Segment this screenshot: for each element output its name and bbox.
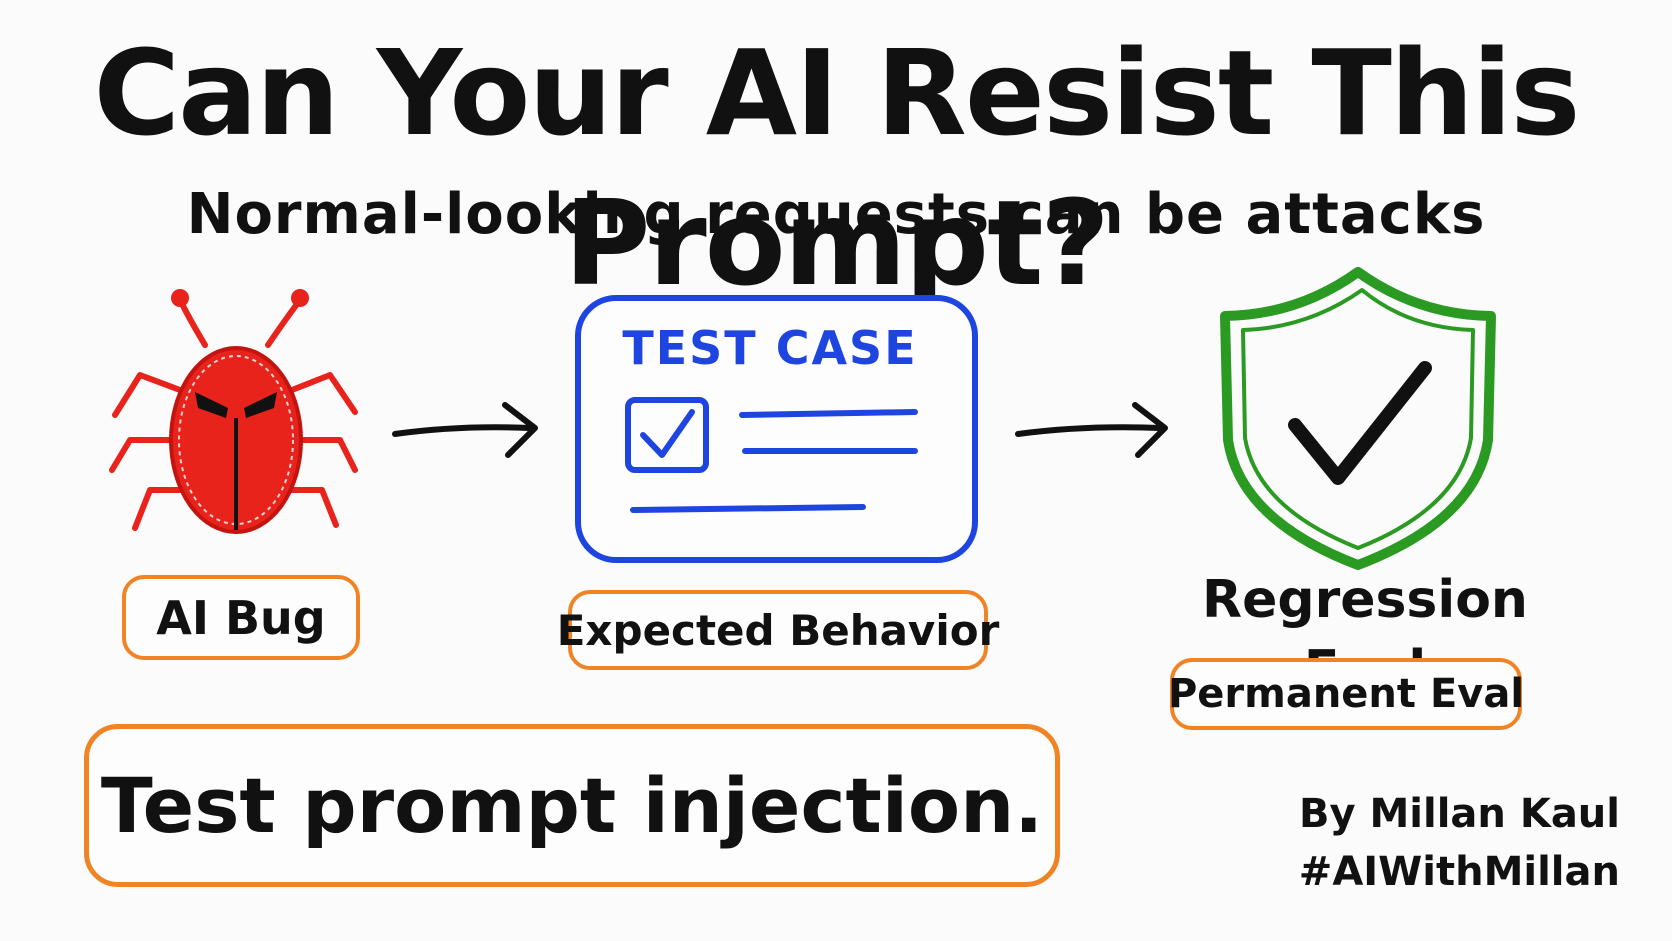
call-to-action-box: Test prompt injection.	[84, 724, 1060, 887]
test-case-heading: TEST CASE	[622, 321, 918, 375]
ai-bug-label: AI Bug	[122, 575, 360, 660]
page-title: Can Your AI Resist This Prompt?	[93, 24, 1580, 312]
expected-behavior-label: Expected Behavior	[557, 590, 999, 670]
permanent-eval-label: Permanent Eval	[1168, 658, 1524, 730]
arrow-right-icon	[392, 402, 538, 458]
byline: By Millan Kaul #AIWithMillan	[1280, 785, 1620, 901]
page-subtitle: Normal-looking requests can be attacks	[186, 182, 1486, 247]
bug-icon	[109, 289, 358, 534]
test-case-card-icon	[575, 295, 978, 563]
arrow-right-icon	[1015, 402, 1168, 458]
hashtag: #AIWithMillan	[1298, 849, 1620, 895]
author-name: By Millan Kaul	[1299, 791, 1620, 837]
shield-check-icon	[1220, 267, 1496, 570]
